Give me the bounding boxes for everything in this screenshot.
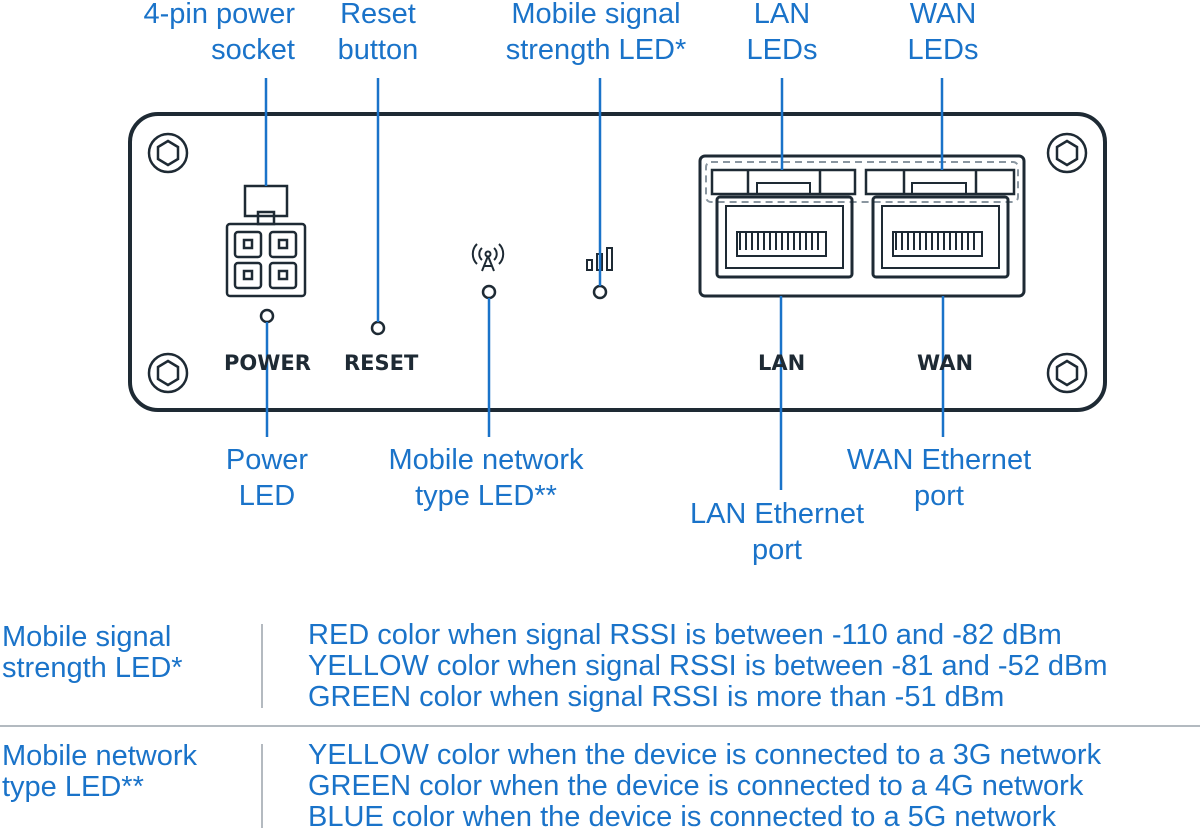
- panel-label-power: POWER: [224, 351, 311, 375]
- hex-screw-icon: [1046, 132, 1088, 174]
- legend-desc-signal: RED color when signal RSSI is between -1…: [308, 619, 1108, 713]
- ethernet-port-icon: [871, 195, 1010, 279]
- panel-label-lan: LAN: [758, 351, 806, 375]
- leader-lines: [264, 78, 945, 490]
- callout-lan-leds: LAN LEDs: [746, 0, 818, 66]
- reset-hole: [370, 320, 386, 336]
- legend-title-network: Mobile network type LED**: [2, 740, 198, 803]
- network-type-led: [481, 284, 497, 300]
- callout-power-socket: 4-pin power socket: [143, 0, 295, 66]
- callout-wan-port: WAN Ethernet port: [846, 444, 1032, 512]
- legend-desc-network: YELLOW color when the device is connecte…: [308, 739, 1102, 833]
- callout-lan-port: LAN Ethernet port: [689, 498, 865, 566]
- ethernet-port-icon: [715, 195, 854, 279]
- panel-label-wan: WAN: [917, 351, 974, 375]
- hex-screw-icon: [1046, 352, 1088, 394]
- callout-signal-strength-led: Mobile signal strength LED*: [505, 0, 687, 66]
- legend-dividers: [0, 624, 1200, 828]
- signal-strength-led: [592, 284, 608, 300]
- panel-label-reset: RESET: [344, 351, 419, 375]
- callout-network-type-led: Mobile network type LED**: [388, 444, 584, 512]
- power-socket-icon: [225, 184, 307, 298]
- power-led: [259, 308, 275, 324]
- callout-power-led: Power LED: [225, 444, 309, 512]
- callout-reset-button: Reset button: [337, 0, 419, 66]
- callout-wan-leds: WAN LEDs: [907, 0, 979, 66]
- hex-screw-icon: [147, 132, 189, 174]
- ethernet-port-block: [698, 154, 1026, 298]
- antenna-icon: [471, 243, 505, 272]
- legend-title-signal: Mobile signal strength LED*: [2, 621, 183, 684]
- hex-screw-icon: [147, 352, 189, 394]
- device-front-panel: [128, 112, 1107, 412]
